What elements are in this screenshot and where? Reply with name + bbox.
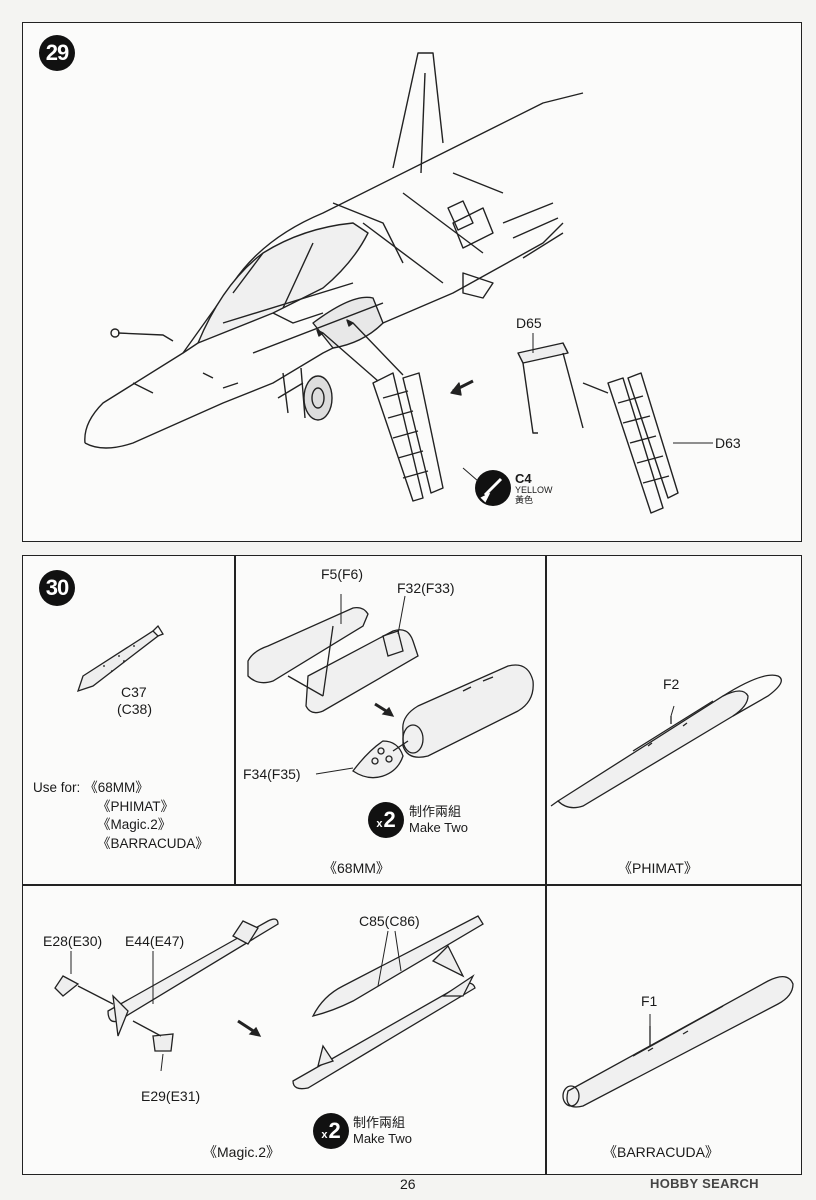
page-number: 26 — [400, 1176, 416, 1192]
label-f34: F34(F35) — [243, 766, 301, 782]
sensor-pod-illustration — [76, 624, 164, 693]
label-c38: (C38) — [117, 701, 153, 717]
label-c37: C37 — [121, 684, 147, 700]
make-two-text: 制作兩組 Make Two — [409, 804, 469, 835]
paint-name-zh: 黃色 — [515, 494, 534, 505]
label-e28: E28(E30) — [43, 933, 103, 949]
use-for-item: 《BARRACUDA》 — [97, 835, 209, 851]
rocket-pod-68mm-illustration — [54, 594, 794, 1108]
grid-divider — [545, 556, 547, 1174]
step-29-panel: 29 — [22, 22, 802, 542]
watermark-text: HOBBY SEARCH — [650, 1176, 759, 1191]
panel-title-phimat: 《PHIMAT》 — [618, 860, 698, 876]
step-30-panel: 30 C37 (C38) Use for:《68MM》 《PHIMAT》 《Ma… — [22, 555, 802, 1175]
make-two-text: 制作兩組 Make Two — [353, 1115, 413, 1146]
panel-title-68mm: 《68MM》 — [323, 860, 390, 876]
label-f5: F5(F6) — [321, 566, 363, 582]
panel-title-magic2: 《Magic.2》 — [203, 1144, 281, 1160]
paint-code: C4 — [515, 471, 532, 486]
watermark: HOBBY SEARCH — [650, 1176, 759, 1191]
step-30-badge: 30 — [39, 570, 75, 606]
use-for-label: Use for:《68MM》 — [33, 780, 149, 795]
use-for-list: Use for:《68MM》 《PHIMAT》 《Magic.2》 《BARRA… — [33, 779, 209, 853]
grid-divider — [23, 884, 801, 886]
aircraft-nose-illustration — [84, 52, 713, 514]
panel-title-barracuda: 《BARRACUDA》 — [603, 1144, 719, 1160]
paint-name-en: YELLOW — [515, 485, 553, 495]
label-f32: F32(F33) — [397, 580, 455, 596]
label-d65: D65 — [516, 315, 542, 331]
use-for-item: 《Magic.2》 — [97, 817, 172, 832]
label-f2: F2 — [663, 676, 680, 692]
label-c85: C85(C86) — [359, 913, 420, 929]
label-d63: D63 — [715, 435, 741, 451]
label-e29: E29(E31) — [141, 1088, 201, 1104]
use-for-item: 《PHIMAT》 — [97, 798, 174, 814]
label-f1: F1 — [641, 993, 658, 1009]
label-e44: E44(E47) — [125, 933, 185, 949]
paint-callout: C4 YELLOW 黃色 — [515, 471, 553, 506]
grid-divider — [234, 556, 236, 884]
step-29-badge: 29 — [39, 35, 75, 71]
